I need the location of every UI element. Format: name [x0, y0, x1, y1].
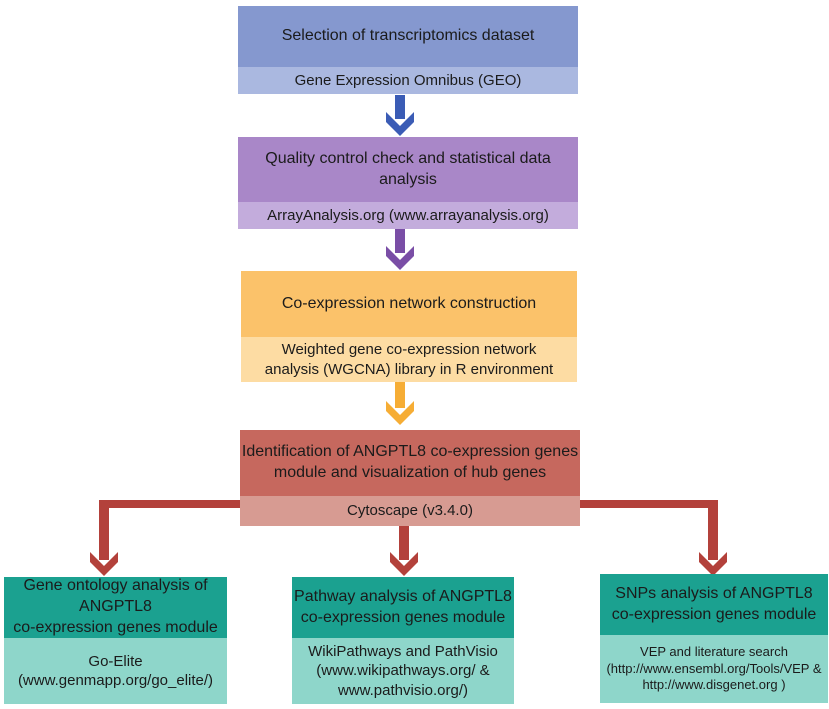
- branch-pathway-title-box: Pathway analysis of ANGPTL8 co-expressio…: [292, 577, 514, 638]
- branch-pathway-tool-line3: www.pathvisio.org/): [337, 681, 469, 699]
- module-title-box: Identification of ANGPTL8 co-expression …: [240, 430, 580, 496]
- qc-tool-box: ArrayAnalysis.org (www.arrayanalysis.org…: [238, 202, 578, 229]
- branch-go-title-line1: Gene ontology analysis of ANGPTL8: [23, 577, 208, 616]
- dataset-title: Selection of transcriptomics dataset: [281, 27, 535, 45]
- network-tool-line1: Weighted gene co-expression network: [281, 341, 537, 358]
- network-title: Co-expression network construction: [281, 294, 537, 312]
- module-title-line2: module and visualization of hub genes: [273, 464, 547, 481]
- module-title-line1: Identification of ANGPTL8 co-expression …: [241, 443, 579, 461]
- qc-title-box: Quality control check and statistical da…: [238, 137, 578, 202]
- branch-pathway-title-line2: co-expression genes module: [300, 608, 506, 626]
- branch-snp-tool-box: VEP and literature search (http://www.en…: [600, 635, 828, 703]
- branch-snp-title-line2: co-expression genes module: [611, 605, 817, 623]
- branch-go-tool-box: Go-Elite (www.genmapp.org/go_elite/): [4, 638, 227, 704]
- branch-pathway-tool-line1: WikiPathways and PathVisio: [308, 642, 498, 660]
- branch-go-title-line2: co-expression genes module: [13, 618, 218, 636]
- branch-arrows: [90, 500, 727, 576]
- arrow-dataset-to-qc: [386, 95, 414, 136]
- network-tool-line2: analysis (WGCNA) library in R environmen…: [264, 360, 554, 378]
- branch-go-tool-line2: (www.genmapp.org/go_elite/): [17, 672, 214, 689]
- arrow-qc-to-network: [386, 229, 414, 270]
- branch-snp-tool-line3: http://www.disgenet.org ): [642, 677, 786, 693]
- branch-go-tool-line1: Go-Elite: [88, 652, 143, 670]
- branch-go-title-box: Gene ontology analysis of ANGPTL8 co-exp…: [4, 577, 227, 638]
- network-tool-box: Weighted gene co-expression network anal…: [241, 337, 577, 382]
- arrow-network-to-module: [386, 382, 414, 425]
- dataset-title-box: Selection of transcriptomics dataset: [238, 6, 578, 67]
- qc-tool: ArrayAnalysis.org (www.arrayanalysis.org…: [267, 206, 549, 224]
- branch-pathway-tool-box: WikiPathways and PathVisio (www.wikipath…: [292, 638, 514, 704]
- branch-snp-tool-line2: (http://www.ensembl.org/Tools/VEP &: [606, 660, 822, 676]
- branch-pathway-title-line1: Pathway analysis of ANGPTL8: [294, 587, 512, 605]
- branch-snp-title-box: SNPs analysis of ANGPTL8 co-expression g…: [600, 574, 828, 635]
- dataset-tool: Gene Expression Omnibus (GEO): [294, 71, 522, 89]
- branch-pathway-tool-line2: (www.wikipathways.org/ &: [316, 662, 490, 680]
- module-tool-box: Cytoscape (v3.4.0): [240, 496, 580, 526]
- network-title-box: Co-expression network construction: [241, 271, 577, 337]
- branch-snp-title-line1: SNPs analysis of ANGPTL8: [615, 584, 813, 602]
- dataset-tool-box: Gene Expression Omnibus (GEO): [238, 67, 578, 94]
- branch-snp-tool-line1: VEP and literature search: [640, 643, 788, 659]
- module-tool: Cytoscape (v3.4.0): [347, 502, 473, 520]
- qc-title: Quality control check and statistical da…: [265, 149, 551, 188]
